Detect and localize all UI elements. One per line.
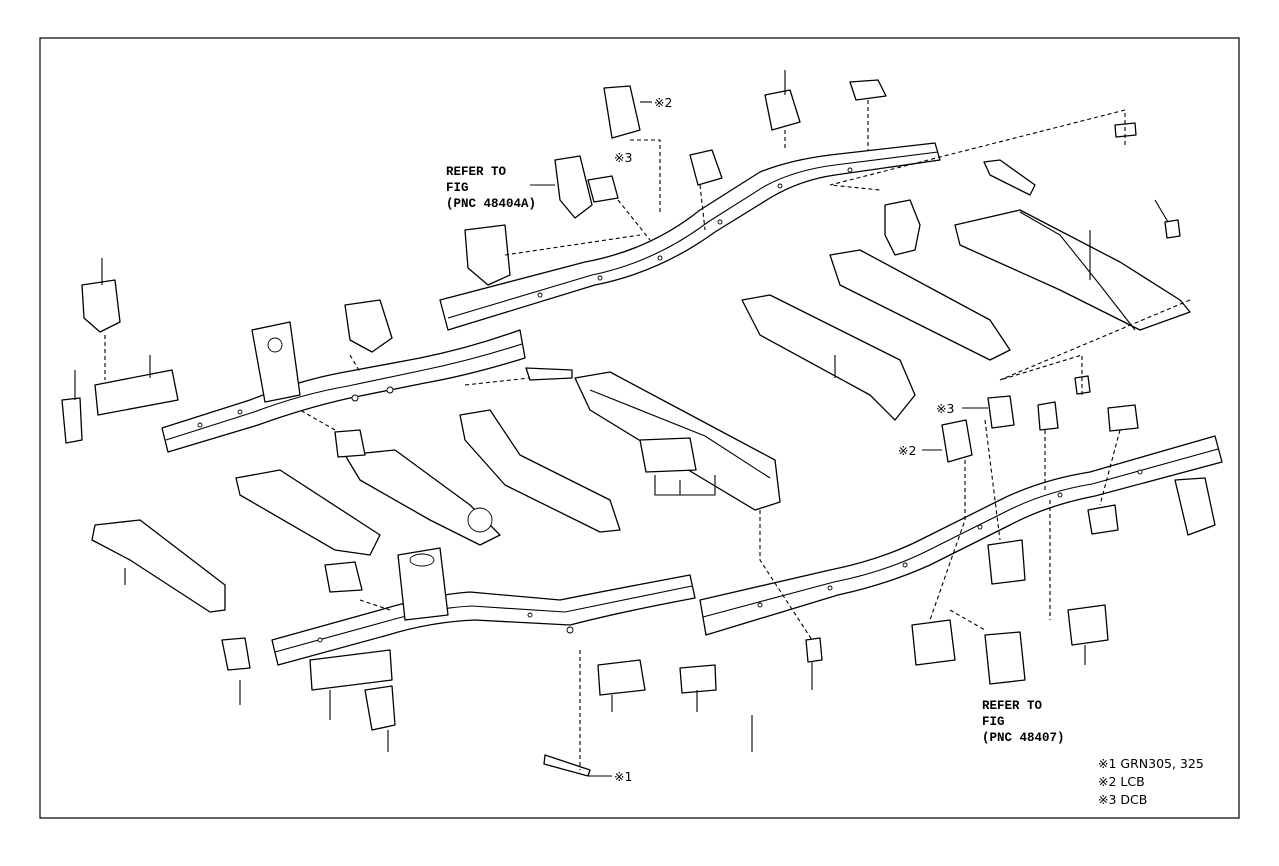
legend: ※1 GRN305, 325 ※2 LCB ※3 DCB	[1098, 756, 1204, 807]
reference-top: REFER TO FIG (PNC 48404A)	[446, 165, 536, 211]
legend-item-2: ※2 LCB	[1098, 774, 1145, 789]
marker-3-top: ※3	[614, 150, 632, 165]
svg-text:(PNC 48407): (PNC 48407)	[982, 731, 1065, 745]
lower-left-frame-rail	[271, 547, 696, 666]
diagram-border	[39, 37, 1240, 819]
upper-left-frame-rail	[161, 321, 526, 453]
svg-text:REFER TO: REFER TO	[446, 165, 507, 179]
lower-right-frame-rail	[699, 435, 1223, 636]
leader-lines	[74, 70, 1191, 777]
svg-text:REFER TO: REFER TO	[982, 699, 1043, 713]
marker-1-bottom: ※1	[614, 769, 632, 784]
marker-3-right: ※3	[936, 401, 954, 416]
reference-bottom: REFER TO FIG (PNC 48407)	[982, 699, 1065, 745]
legend-item-3: ※3 DCB	[1098, 792, 1147, 807]
svg-text:FIG: FIG	[446, 181, 469, 195]
marker-2-top: ※2	[654, 95, 672, 110]
legend-item-1: ※1 GRN305, 325	[1098, 756, 1204, 771]
crossmembers	[91, 159, 1191, 613]
upper-right-frame-rail	[439, 142, 941, 331]
marker-2-right: ※2	[898, 443, 916, 458]
svg-text:FIG: FIG	[982, 715, 1005, 729]
svg-text:(PNC 48404A): (PNC 48404A)	[446, 197, 536, 211]
